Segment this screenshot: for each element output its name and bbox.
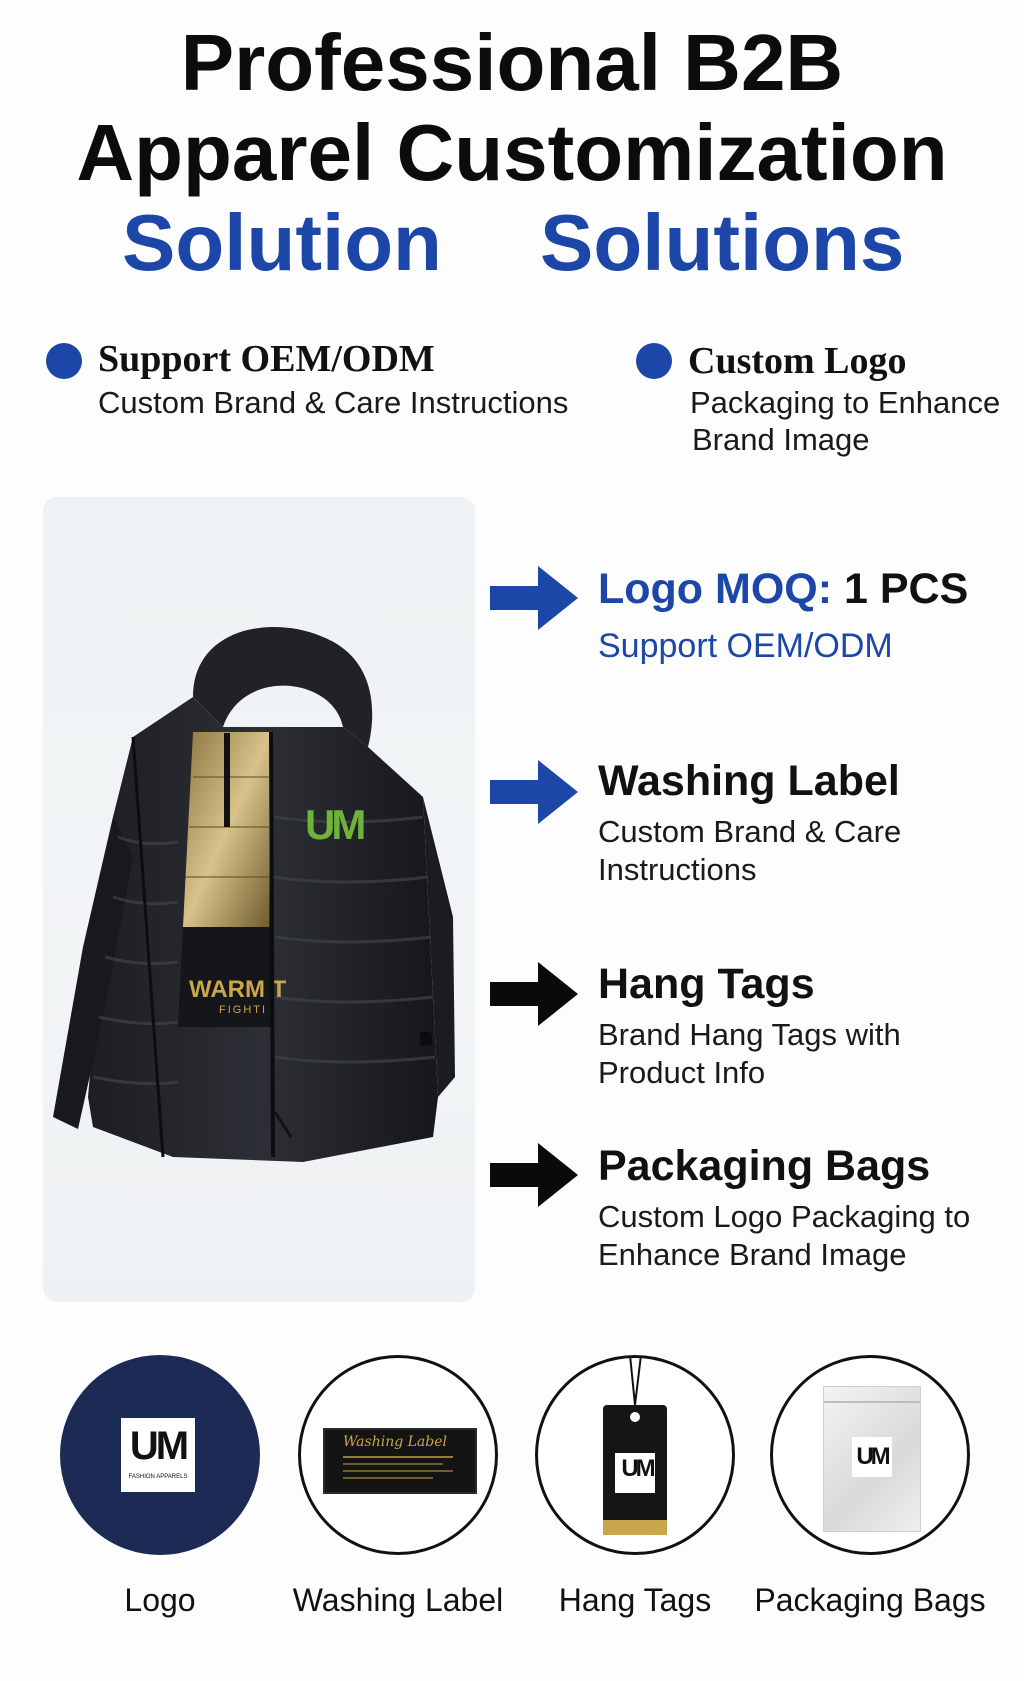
woven-label-text: Washing Label bbox=[343, 1434, 447, 1450]
title-solution: Solution bbox=[122, 198, 442, 287]
item-logo-moq-value: 1 PCS bbox=[832, 565, 969, 613]
circle-label-hang-tags: Hang Tags bbox=[558, 1582, 712, 1618]
feature-oem-sub: Custom Brand & Care Instructions bbox=[98, 385, 569, 420]
item-logo-moq-sub: Support OEM/ODM bbox=[598, 627, 893, 665]
title-line-2: Apparel Customization bbox=[76, 108, 948, 197]
logo-circle: UM FASHION APPARELS bbox=[60, 1355, 260, 1555]
jacket-chest-logo: UM bbox=[305, 801, 364, 848]
arrow-right-icon bbox=[490, 760, 578, 824]
hang-tag-brand: UM bbox=[621, 1455, 655, 1482]
hang-tags-circle: UM bbox=[535, 1355, 735, 1555]
arrow-right-icon bbox=[490, 962, 578, 1026]
item-washing-label-sub-1: Custom Brand & Care bbox=[598, 814, 902, 849]
item-packaging-bags-title: Packaging Bags bbox=[598, 1142, 931, 1190]
woven-label-icon: Washing Label bbox=[323, 1428, 477, 1494]
bullet-dot-icon bbox=[46, 343, 82, 379]
item-washing-label-title: Washing Label bbox=[598, 757, 900, 805]
washing-label-circle: Washing Label bbox=[298, 1355, 498, 1555]
item-hang-tags-sub-2: Product Info bbox=[598, 1055, 766, 1090]
arrow-right-icon bbox=[490, 566, 578, 630]
title-line-1: Professional B2B bbox=[180, 18, 844, 107]
packaging-bags-circle: UM bbox=[770, 1355, 970, 1555]
bag-brand: UM bbox=[856, 1443, 890, 1470]
feature-logo-sub-2: Brand Image bbox=[692, 422, 870, 457]
title-solutions: Solutions bbox=[540, 198, 905, 287]
item-packaging-bags-sub-2: Enhance Brand Image bbox=[598, 1237, 907, 1272]
feature-oem-heading: Support OEM/ODM bbox=[98, 338, 435, 380]
circle-label-washing-label: Washing Label bbox=[292, 1582, 504, 1618]
logo-circle-brand: UM bbox=[129, 1424, 189, 1468]
um-brand-icon: UM FASHION APPARELS bbox=[121, 1418, 195, 1492]
item-washing-label-sub-2: Instructions bbox=[598, 852, 757, 887]
item-logo-moq-title: Logo MOQ: 1 PCS bbox=[598, 565, 968, 614]
bullet-dot-icon bbox=[636, 343, 672, 379]
feature-logo-heading: Custom Logo bbox=[688, 340, 907, 382]
circle-label-logo: Logo bbox=[124, 1582, 196, 1618]
circle-label-packaging-bags: Packaging Bags bbox=[754, 1582, 986, 1618]
hang-tag-icon bbox=[603, 1358, 667, 1535]
item-logo-moq-label: Logo MOQ: bbox=[598, 565, 833, 613]
logo-circle-brand-sub: FASHION APPARELS bbox=[128, 1474, 188, 1480]
item-hang-tags-sub-1: Brand Hang Tags with bbox=[598, 1017, 901, 1052]
jacket-hem-sub: FIGHTI bbox=[219, 1004, 267, 1016]
zip-bag-icon: UM bbox=[823, 1386, 921, 1532]
item-hang-tags-title: Hang Tags bbox=[598, 960, 815, 1008]
product-panel: WARM T FIGHTI UM bbox=[43, 497, 475, 1302]
feature-logo-sub-1: Packaging to Enhance bbox=[690, 385, 1001, 420]
item-packaging-bags-sub-1: Custom Logo Packaging to bbox=[598, 1199, 971, 1234]
arrow-right-icon bbox=[490, 1143, 578, 1207]
puffer-jacket-image: WARM T FIGHTI UM bbox=[53, 627, 455, 1162]
